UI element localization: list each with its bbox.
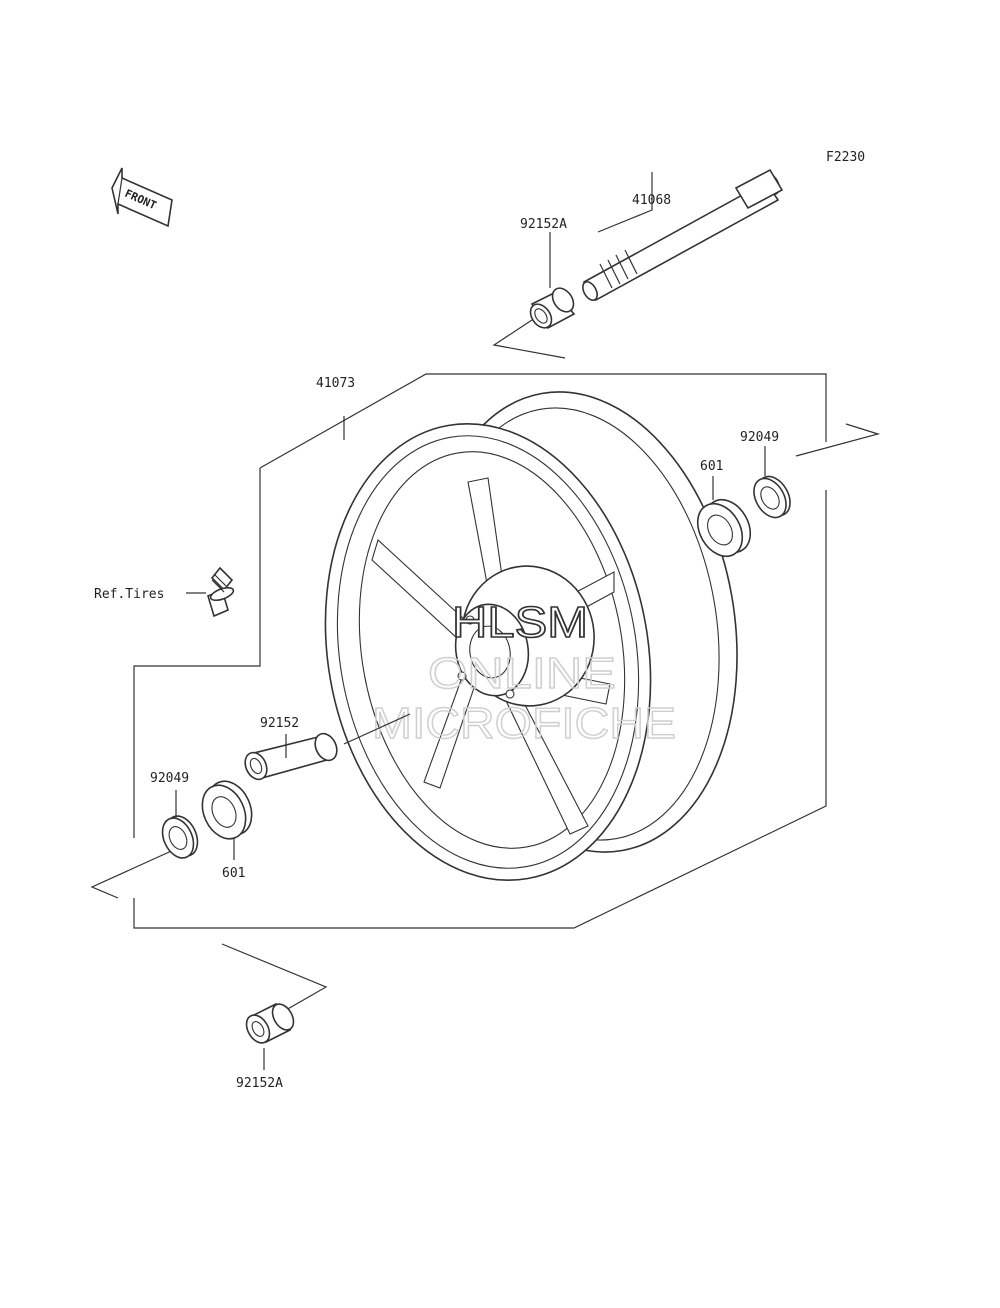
label-bearing-right: 601 <box>700 459 723 474</box>
label-axle: 41068 <box>632 193 671 208</box>
spacer-92152 <box>244 732 338 781</box>
wheel-41073 <box>324 391 738 882</box>
label-bearing-left: 601 <box>222 866 245 881</box>
collar-92152a-bottom <box>245 1002 295 1044</box>
watermark-line-1: HLSM <box>452 598 588 647</box>
front-direction-arrow: FRONT <box>111 167 173 228</box>
air-valve <box>207 566 235 618</box>
label-collar-bottom: 92152A <box>236 1076 283 1091</box>
collar-92152a-top <box>529 287 576 330</box>
label-wheel: 41073 <box>316 376 355 391</box>
diagram-code: F2230 <box>826 150 865 165</box>
label-collar-top: 92152A <box>520 217 567 232</box>
axle-41068 <box>582 168 784 302</box>
seal-92049-left <box>161 815 199 859</box>
bearing-601-right <box>696 498 752 558</box>
bearing-601-left <box>201 780 253 840</box>
assembly-outline <box>133 373 827 929</box>
label-spacer: 92152 <box>260 716 299 731</box>
seal-92049-right <box>753 475 791 519</box>
label-seal-right: 92049 <box>740 430 779 445</box>
watermark-line-2: ONLINE <box>428 649 616 698</box>
label-valve-ref: Ref.Tires <box>94 587 164 602</box>
watermark: ONLINE MICROFICHE HLSM <box>371 597 676 749</box>
axle-guide-lines <box>90 319 881 1011</box>
watermark-line-3: MICROFICHE <box>372 699 676 748</box>
label-seal-left: 92049 <box>150 771 189 786</box>
